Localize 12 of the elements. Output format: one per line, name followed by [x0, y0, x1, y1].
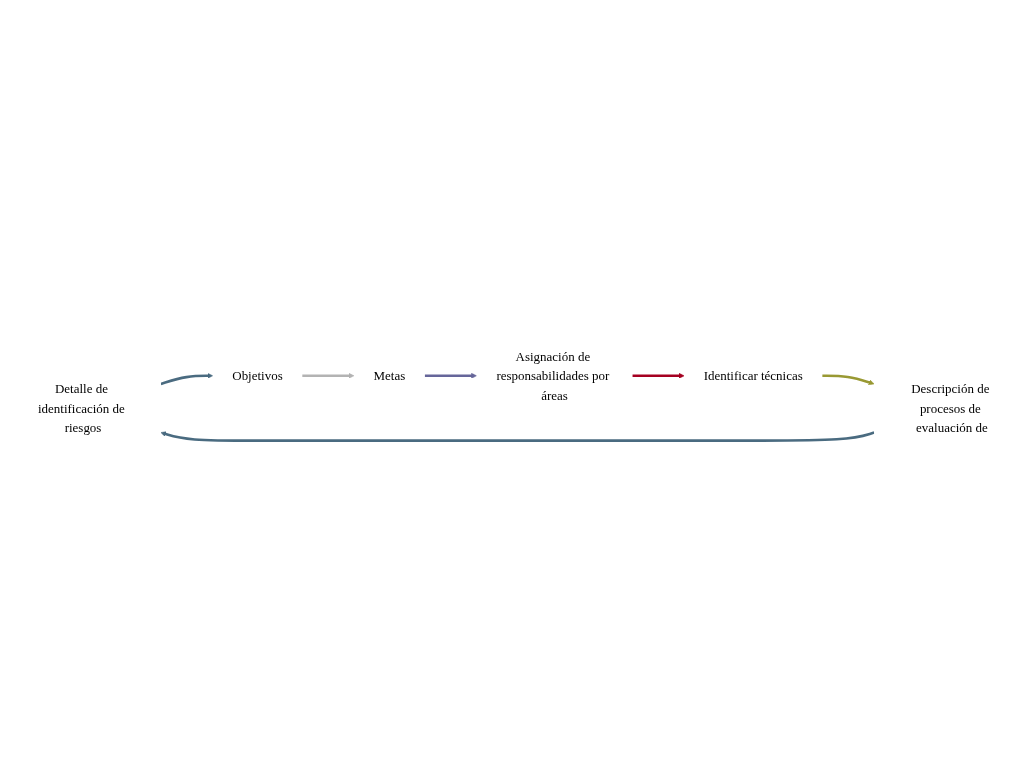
- node-text: Metas: [373, 368, 406, 383]
- node-text: Asignación de responsabilidades por áreas: [496, 349, 610, 403]
- arrow: [822, 374, 875, 386]
- node-text: Objetivos: [232, 368, 283, 383]
- arrow: [160, 372, 214, 386]
- arrow: [632, 372, 685, 379]
- arrow: [302, 372, 355, 379]
- node-text: Descripción de procesos de evaluación de: [911, 381, 990, 435]
- node-text: Identificar técnicas: [703, 368, 803, 383]
- arrow: [424, 372, 477, 379]
- node-text: Detalle de identificación de riesgos: [38, 381, 125, 435]
- arrow: [160, 431, 875, 442]
